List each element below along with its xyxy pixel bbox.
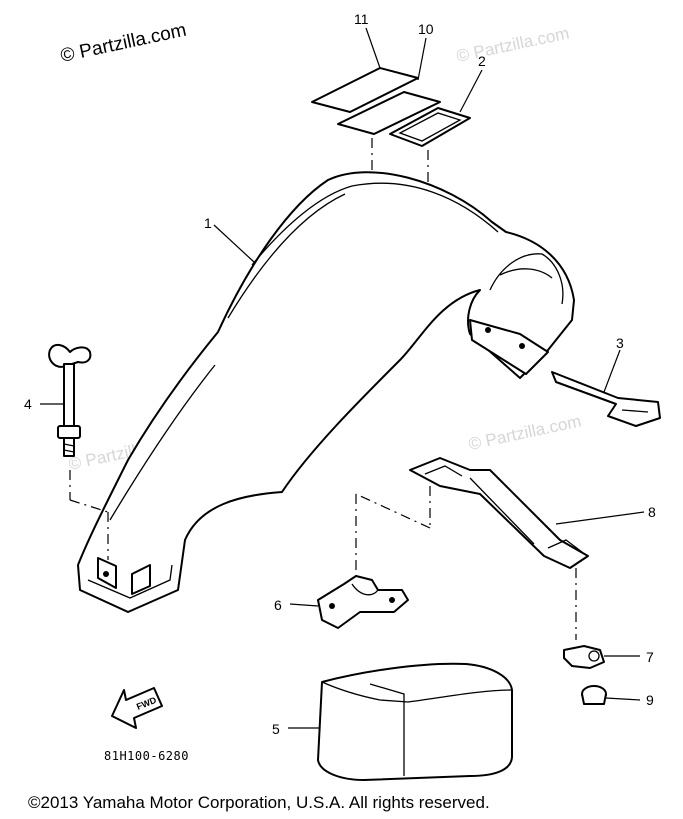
part-6-plate <box>317 575 409 629</box>
diagram-code: 81H100-6280 <box>104 749 189 763</box>
callout-10: 10 <box>418 21 434 37</box>
copyright-notice: ©2013 Yamaha Motor Corporation, U.S.A. A… <box>28 793 490 812</box>
callout-6: 6 <box>274 597 282 613</box>
callout-2: 2 <box>478 53 486 69</box>
part-9-cap <box>581 685 607 705</box>
callout-1: 1 <box>204 215 212 231</box>
part-1-fender <box>77 171 575 613</box>
callout-9: 9 <box>646 692 654 708</box>
forward-arrow-icon: FWD <box>111 687 163 729</box>
part-10-sticker <box>337 91 441 135</box>
watermark-main: © Partzilla.com <box>59 20 189 67</box>
watermark-faint-right: © Partzilla.com <box>467 412 583 454</box>
watermark-faint-top: © Partzilla.com <box>455 24 571 66</box>
callout-3: 3 <box>616 335 624 351</box>
callout-8: 8 <box>648 504 656 520</box>
part-3-rod <box>551 371 661 427</box>
part-8-stay <box>409 457 589 569</box>
part-2-seal <box>389 107 471 147</box>
callout-11: 11 <box>354 11 369 27</box>
callout-4: 4 <box>24 396 32 412</box>
part-5-box <box>317 662 513 781</box>
part-7-clip <box>563 645 605 669</box>
callout-7: 7 <box>646 649 654 665</box>
callout-5: 5 <box>272 721 280 737</box>
part-4-wing-bolt <box>48 344 92 457</box>
